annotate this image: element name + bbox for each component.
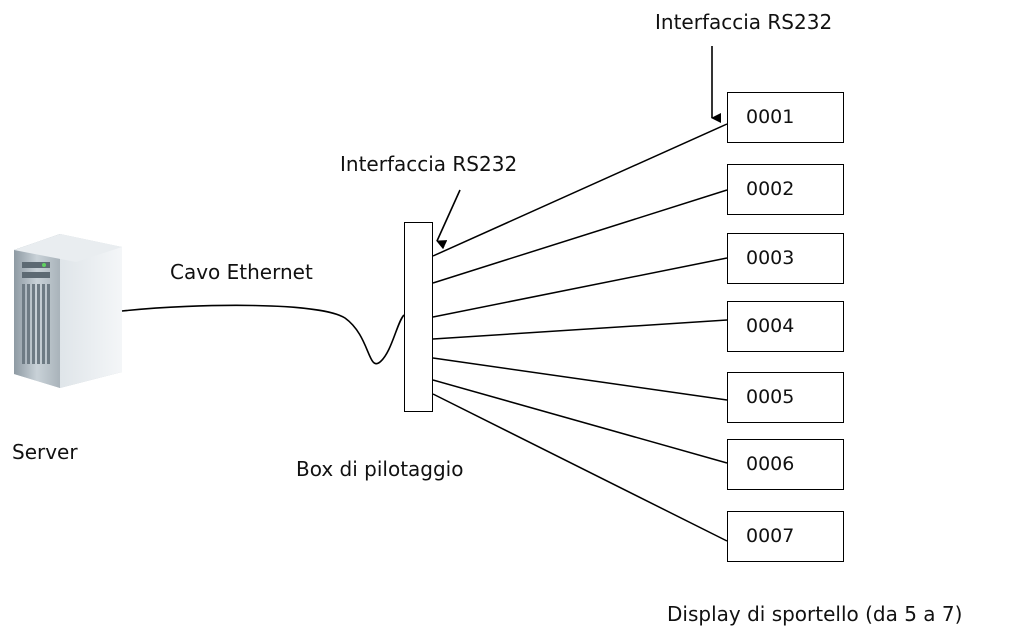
display-label: 0006 — [746, 453, 795, 475]
label-displays-caption: Display di sportello (da 5 a 7) — [667, 602, 963, 626]
display-label: 0001 — [746, 106, 795, 128]
server-icon — [14, 234, 122, 388]
ethernet-cable — [121, 304, 405, 365]
display-box-4: 0004 — [727, 301, 844, 352]
display-label: 0007 — [746, 525, 795, 547]
label-rs232-mid: Interfaccia RS232 — [340, 152, 518, 176]
display-label: 0003 — [746, 247, 795, 269]
rs232-lines — [432, 123, 728, 542]
display-label: 0005 — [746, 386, 795, 408]
display-box-5: 0005 — [727, 372, 844, 423]
control-box — [404, 222, 433, 412]
arrow-rs232-mid — [436, 189, 461, 250]
display-box-2: 0002 — [727, 164, 844, 215]
display-label: 0004 — [746, 315, 795, 337]
display-box-7: 0007 — [727, 511, 844, 562]
display-label: 0002 — [746, 178, 795, 200]
label-server: Server — [12, 440, 78, 464]
display-box-1: 0001 — [727, 92, 844, 143]
display-box-6: 0006 — [727, 439, 844, 490]
display-box-3: 0003 — [727, 233, 844, 284]
label-control-box: Box di pilotaggio — [296, 457, 464, 481]
label-ethernet-cable: Cavo Ethernet — [170, 260, 313, 284]
label-rs232-top: Interfaccia RS232 — [655, 10, 833, 34]
